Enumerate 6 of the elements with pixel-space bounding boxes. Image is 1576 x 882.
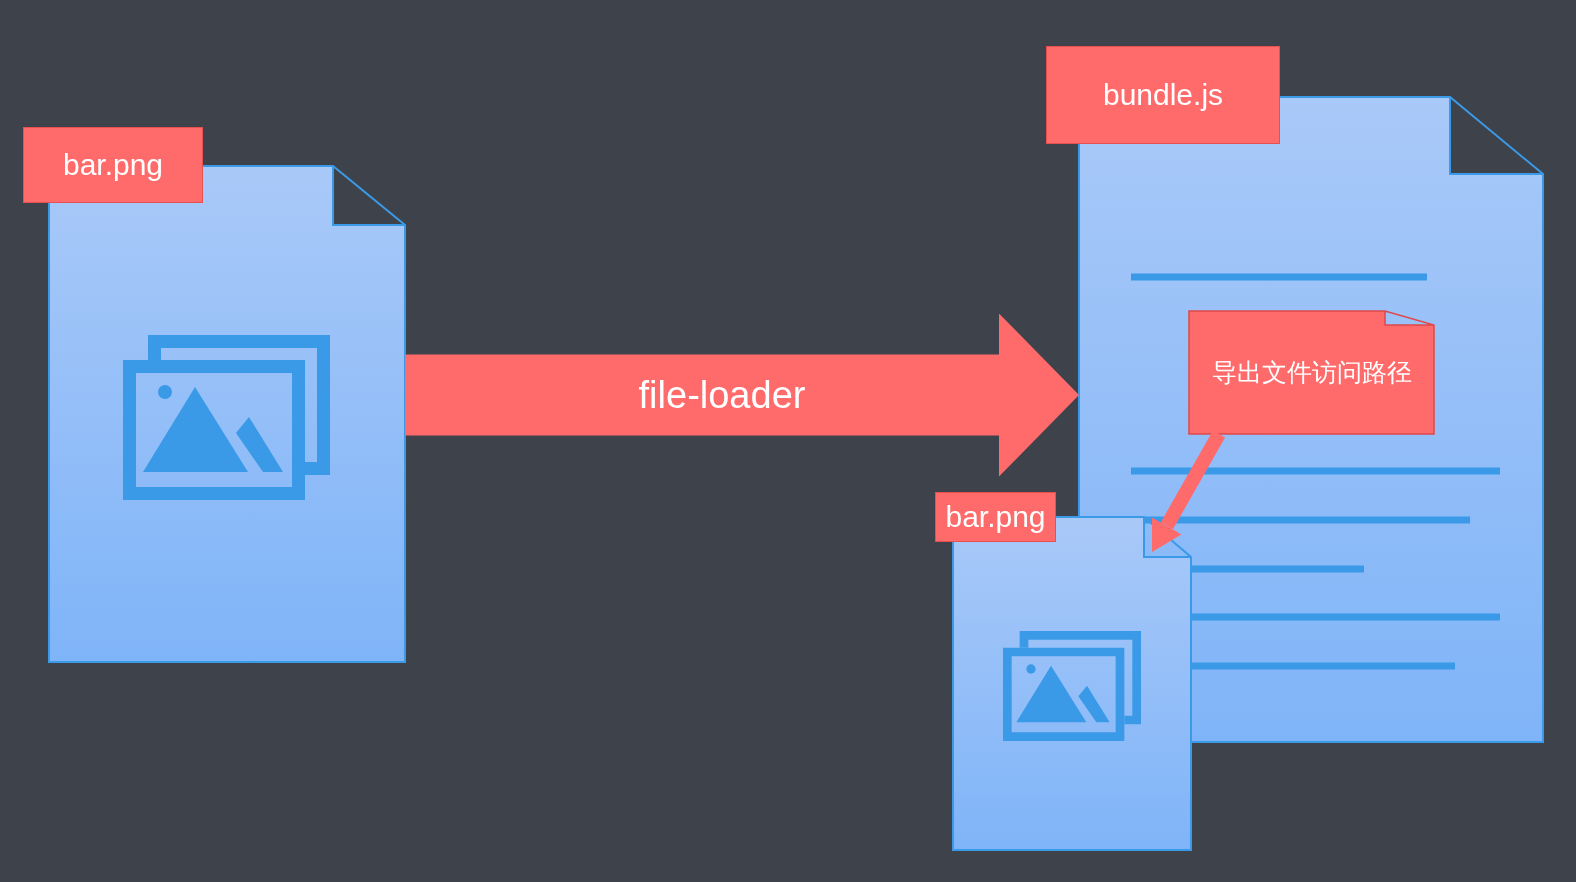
arrow (1152, 430, 1226, 552)
sticky-note: 导出文件访问路径 (1189, 311, 1434, 434)
filename-tag: bar.png (23, 127, 203, 203)
filename-tag: bar.png (935, 492, 1056, 542)
arrow (405, 313, 1079, 477)
filename-tag: bundle.js (1046, 46, 1280, 144)
